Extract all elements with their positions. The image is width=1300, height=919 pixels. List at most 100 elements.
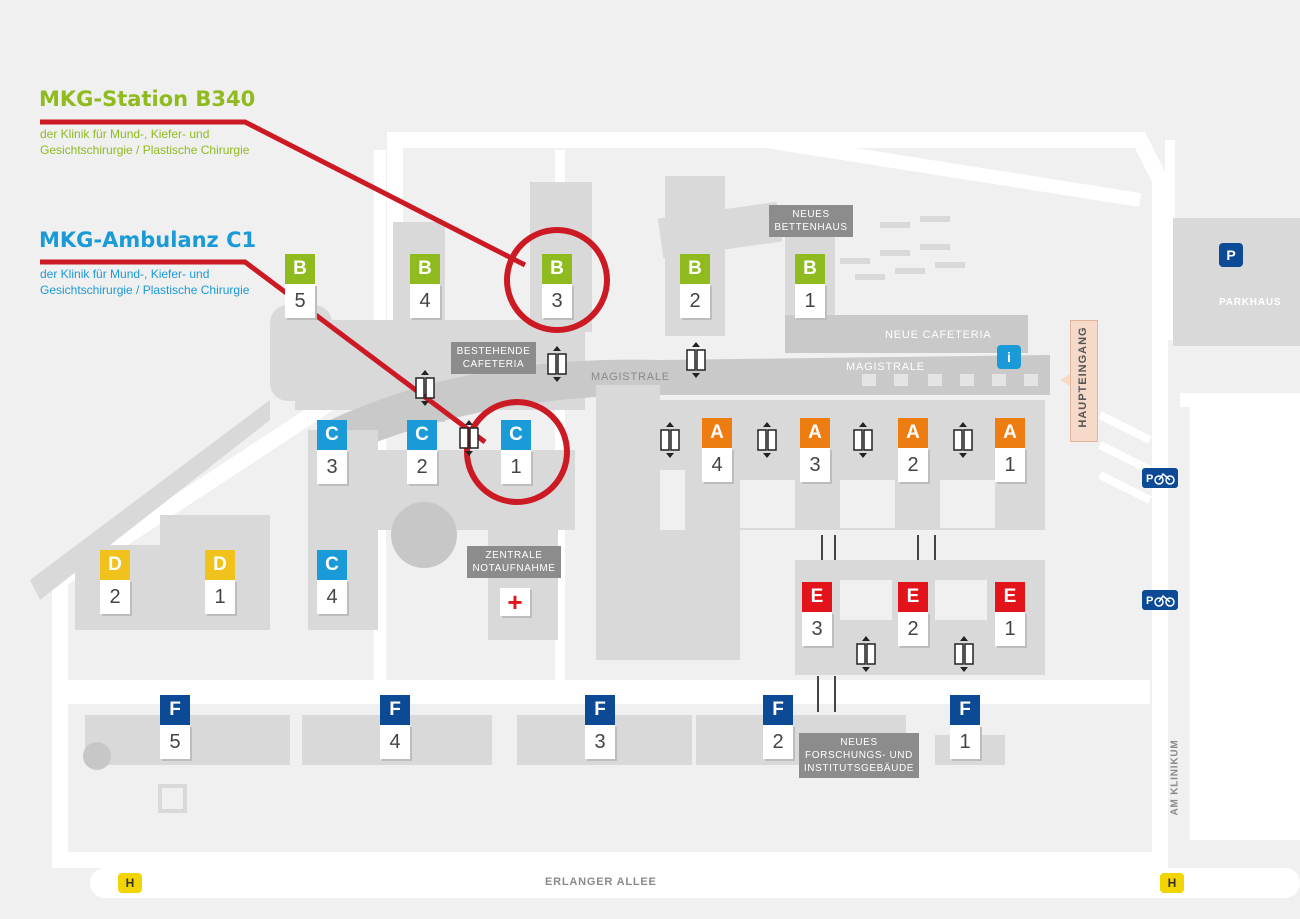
building-letter: E bbox=[995, 582, 1025, 612]
building-number: 4 bbox=[410, 284, 440, 318]
building-letter: C bbox=[317, 420, 347, 450]
bike-parking-icon: P bbox=[1142, 468, 1178, 488]
building-letter: B bbox=[795, 254, 825, 284]
building-number: 1 bbox=[205, 580, 235, 614]
building-number: 3 bbox=[317, 450, 347, 484]
building-number: 4 bbox=[317, 580, 347, 614]
building-letter: B bbox=[680, 254, 710, 284]
building-letter: A bbox=[702, 418, 732, 448]
window bbox=[960, 374, 974, 386]
building-letter: E bbox=[898, 582, 928, 612]
label-bestehende-cafeteria: BESTEHENDE CAFETERIA bbox=[451, 342, 536, 374]
ambulanz-subtitle: der Klinik für Mund-, Kiefer- und Gesich… bbox=[40, 267, 250, 297]
building-number: 4 bbox=[380, 725, 410, 759]
building-letter: F bbox=[160, 695, 190, 725]
window bbox=[992, 374, 1006, 386]
info-icon: i bbox=[997, 345, 1021, 369]
building-letter: E bbox=[802, 582, 832, 612]
emergency-icon: + bbox=[500, 588, 530, 616]
bike-parking-icon: P bbox=[1142, 590, 1178, 610]
elevator-icon bbox=[459, 420, 479, 456]
label-erlanger-allee: ERLANGER ALLEE bbox=[545, 876, 657, 888]
label-neues-bettenhaus: NEUES BETTENHAUS bbox=[769, 205, 853, 237]
bus-stop-icon: H bbox=[1160, 873, 1184, 893]
building-letter: F bbox=[950, 695, 980, 725]
building-letter: A bbox=[800, 418, 830, 448]
building-letter: B bbox=[542, 254, 572, 284]
building-number: 3 bbox=[802, 612, 832, 646]
label-zentrale-notaufnahme: ZENTRALE NOTAUFNAHME bbox=[467, 546, 561, 578]
label-neue-cafeteria: NEUE CAFETERIA bbox=[885, 329, 992, 341]
building-number: 1 bbox=[995, 612, 1025, 646]
building-letter: C bbox=[501, 420, 531, 450]
elevator-icon bbox=[686, 342, 706, 378]
building-letter: A bbox=[995, 418, 1025, 448]
ambulanz-title: MKG-Ambulanz C1 bbox=[39, 228, 257, 252]
building-letter: B bbox=[285, 254, 315, 284]
haupteingang-sign: HAUPTEINGANG bbox=[1070, 320, 1098, 442]
elevator-icon bbox=[853, 422, 873, 458]
label-magistrale-west: MAGISTRALE bbox=[591, 371, 670, 383]
building-letter: F bbox=[380, 695, 410, 725]
building-number: 3 bbox=[800, 448, 830, 482]
building-letter: C bbox=[317, 550, 347, 580]
building-letter: F bbox=[585, 695, 615, 725]
building-number: 2 bbox=[100, 580, 130, 614]
building-number: 4 bbox=[702, 448, 732, 482]
window bbox=[862, 374, 876, 386]
window bbox=[928, 374, 942, 386]
station-subtitle: der Klinik für Mund-, Kiefer- und Gesich… bbox=[40, 127, 250, 157]
station-title: MKG-Station B340 bbox=[39, 87, 256, 111]
elevator-icon bbox=[547, 346, 567, 382]
elevator-icon bbox=[757, 422, 777, 458]
building-letter: D bbox=[205, 550, 235, 580]
building-number: 5 bbox=[160, 725, 190, 759]
haupteingang-arrow-icon bbox=[1060, 374, 1070, 386]
svg-text:P: P bbox=[1146, 473, 1153, 485]
bus-stop-icon: H bbox=[118, 873, 142, 893]
building-letter: B bbox=[410, 254, 440, 284]
building-number: 5 bbox=[285, 284, 315, 318]
svg-text:P: P bbox=[1146, 595, 1153, 607]
parking-icon: P bbox=[1219, 243, 1243, 267]
building-number: 2 bbox=[680, 284, 710, 318]
building-number: 3 bbox=[585, 725, 615, 759]
building-letter: A bbox=[898, 418, 928, 448]
building-number: 2 bbox=[763, 725, 793, 759]
elevator-icon bbox=[954, 636, 974, 672]
building-letter: C bbox=[407, 420, 437, 450]
building-number: 1 bbox=[795, 284, 825, 318]
building-letter: F bbox=[763, 695, 793, 725]
window bbox=[1024, 374, 1038, 386]
building-number: 3 bbox=[542, 284, 572, 318]
building-number: 1 bbox=[950, 725, 980, 759]
label-am-klinikum: AM KLINIKUM bbox=[1169, 739, 1181, 816]
building-letter: D bbox=[100, 550, 130, 580]
elevator-icon bbox=[953, 422, 973, 458]
label-magistrale-east: MAGISTRALE bbox=[846, 361, 925, 373]
